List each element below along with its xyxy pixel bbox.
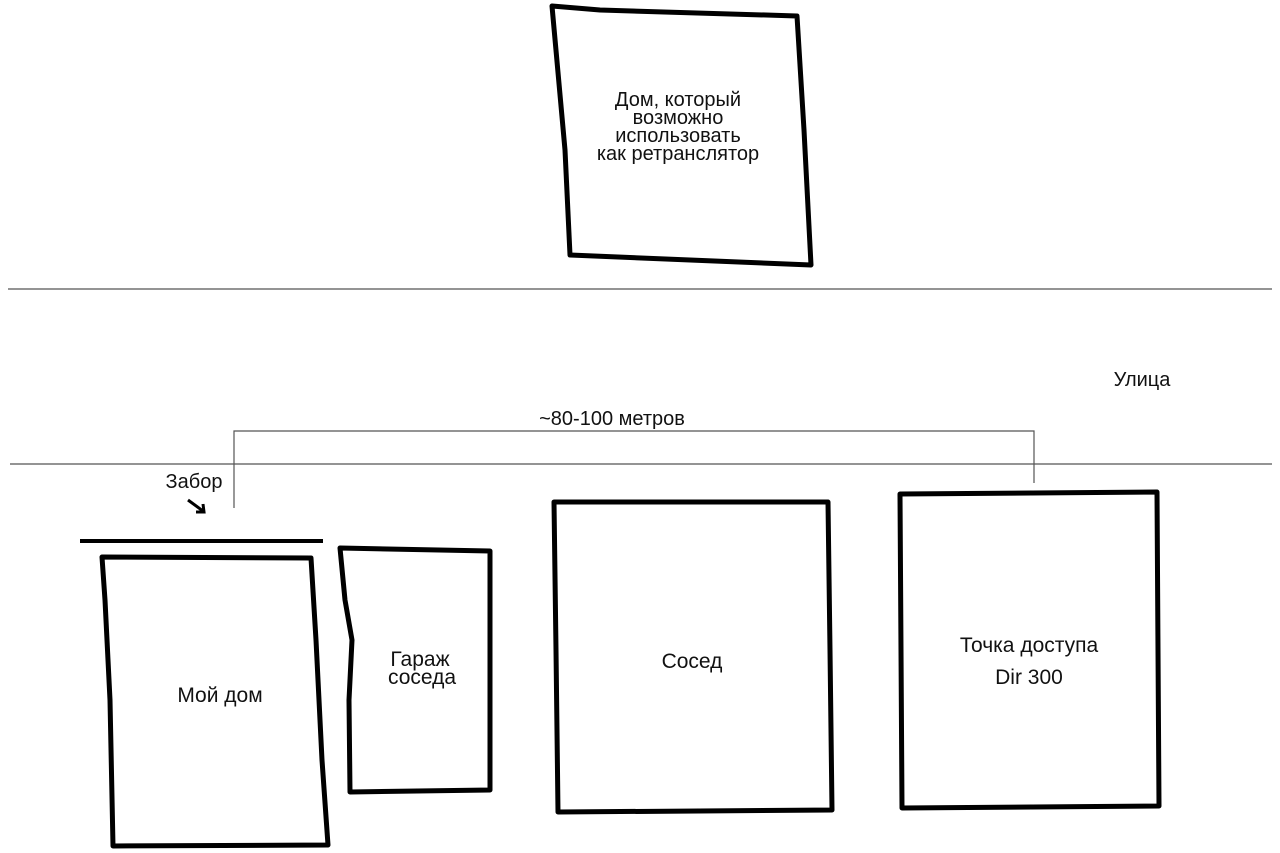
garage-line-1: Гараж (390, 648, 449, 671)
garage-line-2: соседа (388, 666, 456, 689)
my-house-label: Мой дом (177, 684, 262, 707)
neighbor-house: Сосед (551, 499, 835, 815)
access-point-line-2: Dir 300 (995, 666, 1063, 689)
access-point-house: Точка доступа Dir 300 (897, 489, 1162, 811)
distance-label: ~80-100 метров (539, 408, 685, 430)
my-house: Мой дом (99, 554, 331, 849)
neighbor-label: Сосед (662, 650, 723, 673)
relay-house-line-3: использовать (615, 125, 741, 147)
street-label: Улица (1114, 369, 1172, 391)
relay-house-line-2: возможно (633, 107, 724, 129)
relay-house-line-4: как ретранслятор (597, 143, 759, 165)
relay-house-line-1: Дом, который (615, 89, 741, 111)
arrow-icon (187, 498, 206, 514)
distance-bracket (233, 430, 1035, 508)
fence-label: Забор (166, 471, 223, 493)
access-point-line-1: Точка доступа (960, 634, 1099, 657)
relay-house: Дом, который возможно использовать как р… (549, 3, 814, 268)
neighbor-garage: Гараж соседа (337, 545, 493, 795)
